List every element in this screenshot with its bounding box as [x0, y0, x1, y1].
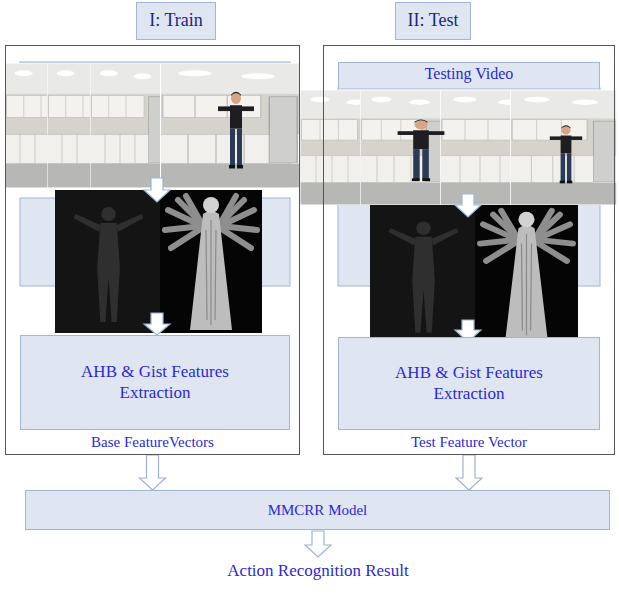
- motion-images: [55, 190, 578, 343]
- process-box: AHB & Gist Features Extraction: [338, 337, 600, 430]
- video-frame: [360, 90, 445, 205]
- hollow-arrow-connector: [456, 455, 482, 490]
- box-label: I: Train: [149, 10, 203, 32]
- box-label: MMCRR Model: [268, 501, 368, 519]
- model-box: MMCRR Model: [25, 490, 610, 530]
- video-frame: [160, 63, 300, 188]
- silhouette-image: [370, 205, 475, 343]
- hollow-arrow: [144, 313, 170, 335]
- video-frame: [90, 63, 165, 188]
- label-holder: Action Recognition Result: [227, 561, 408, 581]
- box-label: AHB & Gist Features Extraction: [374, 363, 564, 404]
- actor-figure: [550, 125, 582, 183]
- process-box: AHB & Gist Features Extraction: [20, 335, 290, 430]
- motion-history-image: [475, 205, 578, 343]
- testing-video-frames: [300, 90, 617, 205]
- stage-title-box: I: Train: [136, 2, 216, 40]
- hollow-arrow-connector: [140, 455, 166, 490]
- input-box: Testing Video: [338, 62, 600, 88]
- test-panel: Test Feature Vector Testing VideoAHB & Gi…: [323, 45, 615, 455]
- box-label: II: Test: [408, 10, 459, 32]
- hollow-arrow: [455, 194, 481, 217]
- training-video-frames: [5, 63, 300, 188]
- train-panel: Base FeatureVectors AHB & Gist Features E…: [5, 45, 300, 455]
- hollow-arrow: [144, 178, 170, 202]
- panel-caption: Base FeatureVectors: [91, 433, 214, 451]
- box-label: AHB & Gist Features Extraction: [60, 362, 250, 403]
- actor-figure: [398, 119, 445, 181]
- result-label: Action Recognition Result: [227, 561, 408, 581]
- silhouette-image: [55, 190, 160, 333]
- stage-title-box: II: Test: [395, 2, 471, 40]
- box-label: Testing Video: [425, 64, 514, 83]
- actor-figure: [218, 92, 254, 169]
- hollow-arrow: [305, 531, 331, 557]
- motion-history-image: [160, 190, 262, 333]
- video-frame: [510, 90, 617, 205]
- panel-caption: Test Feature Vector: [411, 433, 527, 451]
